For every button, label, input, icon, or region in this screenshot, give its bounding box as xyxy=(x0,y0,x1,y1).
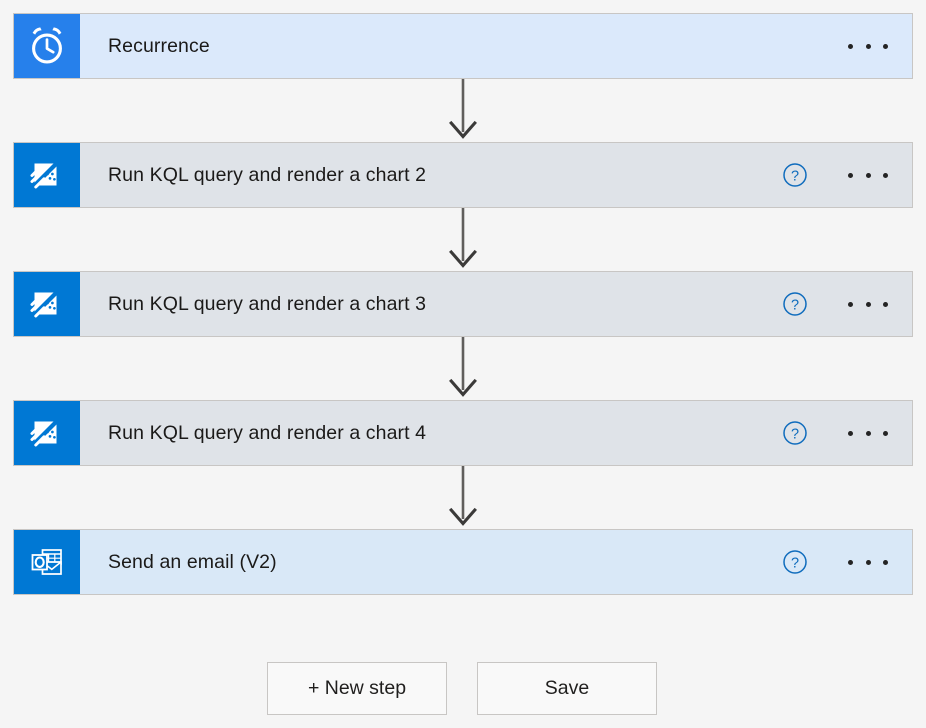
flow-step-actions: ? xyxy=(780,272,912,336)
flow-step-title: Recurrence xyxy=(108,34,210,57)
down-arrow-icon xyxy=(446,79,480,146)
new-step-button[interactable]: + New step xyxy=(267,662,447,715)
flow-step-card-kql-chart-3[interactable]: Run KQL query and render a chart 3 ? xyxy=(13,271,913,337)
flow-step-card-recurrence[interactable]: Recurrence xyxy=(13,13,913,79)
flow-step-card-send-email[interactable]: Send an email (V2) ? xyxy=(13,529,913,595)
azure-data-explorer-kusto-icon xyxy=(14,401,80,465)
svg-text:?: ? xyxy=(791,555,799,571)
more-commands-button[interactable] xyxy=(846,31,890,61)
flow-step-title: Run KQL query and render a chart 3 xyxy=(108,292,427,315)
more-commands-button[interactable] xyxy=(846,289,890,319)
svg-text:?: ? xyxy=(791,426,799,442)
azure-data-explorer-kusto-icon xyxy=(14,272,80,336)
outlook-icon xyxy=(14,530,80,594)
flow-step-title: Run KQL query and render a chart 2 xyxy=(108,163,427,186)
svg-text:?: ? xyxy=(791,168,799,184)
down-arrow-icon xyxy=(446,208,480,275)
flow-step-actions: ? xyxy=(780,143,912,207)
help-icon[interactable]: ? xyxy=(780,160,810,190)
flow-step-card-kql-chart-2[interactable]: Run KQL query and render a chart 2 ? xyxy=(13,142,913,208)
more-commands-button[interactable] xyxy=(846,547,890,577)
help-icon[interactable]: ? xyxy=(780,418,810,448)
svg-text:?: ? xyxy=(791,297,799,313)
flow-step-actions: ? xyxy=(780,401,912,465)
save-button[interactable]: Save xyxy=(477,662,657,715)
flow-step-card-kql-chart-4[interactable]: Run KQL query and render a chart 4 ? xyxy=(13,400,913,466)
flow-step-actions: ? xyxy=(780,530,912,594)
azure-data-explorer-kusto-icon xyxy=(14,143,80,207)
more-commands-button[interactable] xyxy=(846,160,890,190)
flow-step-actions xyxy=(846,14,912,78)
flow-step-title: Run KQL query and render a chart 4 xyxy=(108,421,427,444)
alarm-clock-icon xyxy=(14,14,80,78)
help-icon[interactable]: ? xyxy=(780,547,810,577)
flow-step-title: Send an email (V2) xyxy=(108,550,277,573)
more-commands-button[interactable] xyxy=(846,418,890,448)
down-arrow-icon xyxy=(446,466,480,533)
help-icon[interactable]: ? xyxy=(780,289,810,319)
down-arrow-icon xyxy=(446,337,480,404)
